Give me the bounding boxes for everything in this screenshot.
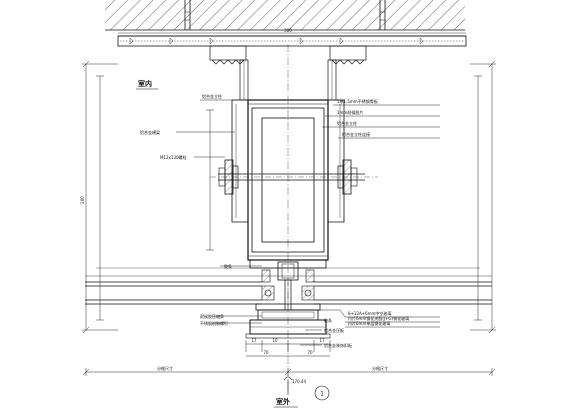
ceiling-dim-label: 300 xyxy=(284,28,292,33)
dim-left-a: 17 xyxy=(251,338,257,343)
callout-right-3: 铝合金立柱 xyxy=(337,120,357,126)
callout-right-7: 内片6mm单层钢化玻璃 xyxy=(348,320,390,326)
bottom-left-dim: 分格尺寸 xyxy=(157,365,173,371)
callout-right-2: 1mm耐候胶片 xyxy=(337,109,363,115)
callout-left-4: 胶条 xyxy=(224,263,232,269)
bottom-right-dim: 分格尺寸 xyxy=(372,365,388,371)
dim-left-b: 10 xyxy=(272,338,278,343)
callout-left-5: 耐候胶压缩条 xyxy=(200,313,224,319)
callout-left-1: 铝合金立柱 xyxy=(202,93,222,99)
dimension-lines xyxy=(82,60,496,376)
outdoor-label: 室外 xyxy=(276,397,290,406)
callout-left-6: 不锈钢机制螺钉 xyxy=(200,320,228,326)
glass-panes xyxy=(85,275,492,305)
callout-left-2: 铝合金横梁 xyxy=(140,129,160,135)
concrete-slab xyxy=(105,0,465,31)
callout-right-6: 内片6mm钢化夹胶(J+G)钢化玻璃 xyxy=(348,315,409,321)
indoor-label: 室内 xyxy=(138,79,152,88)
bolt-assembly xyxy=(210,159,378,195)
dim-right-b: 70 xyxy=(307,350,313,355)
detail-number-circle xyxy=(314,385,330,401)
callout-right-4: 铝合金立柱连接 xyxy=(342,131,370,137)
callout-left-3: M12x130螺栓 xyxy=(160,154,187,160)
left-bracket xyxy=(209,45,249,101)
callout-right-1: 5厚1.5mm不锈钢骨板 xyxy=(337,98,378,104)
callout-right-5: 8+12A+6mm中空玻璃 xyxy=(348,310,391,316)
embedded-plate: 300 xyxy=(117,28,467,47)
right-bracket xyxy=(327,45,367,101)
dim-right-a: 17 xyxy=(319,338,325,343)
callout-mid-1: 胶条 xyxy=(324,317,332,323)
detail-number: 1 xyxy=(320,391,324,398)
section-mark xyxy=(283,376,293,381)
callout-mid-2: 铝合金压板 xyxy=(324,327,344,333)
leader-lines xyxy=(176,99,440,346)
callout-mid-3: 铝合金装饰扣板 xyxy=(324,342,352,348)
dim-left-c: 70 xyxy=(263,350,269,355)
bottom-center-dim: 170.44 xyxy=(292,379,306,384)
height-dim-left: 200 xyxy=(80,196,85,204)
